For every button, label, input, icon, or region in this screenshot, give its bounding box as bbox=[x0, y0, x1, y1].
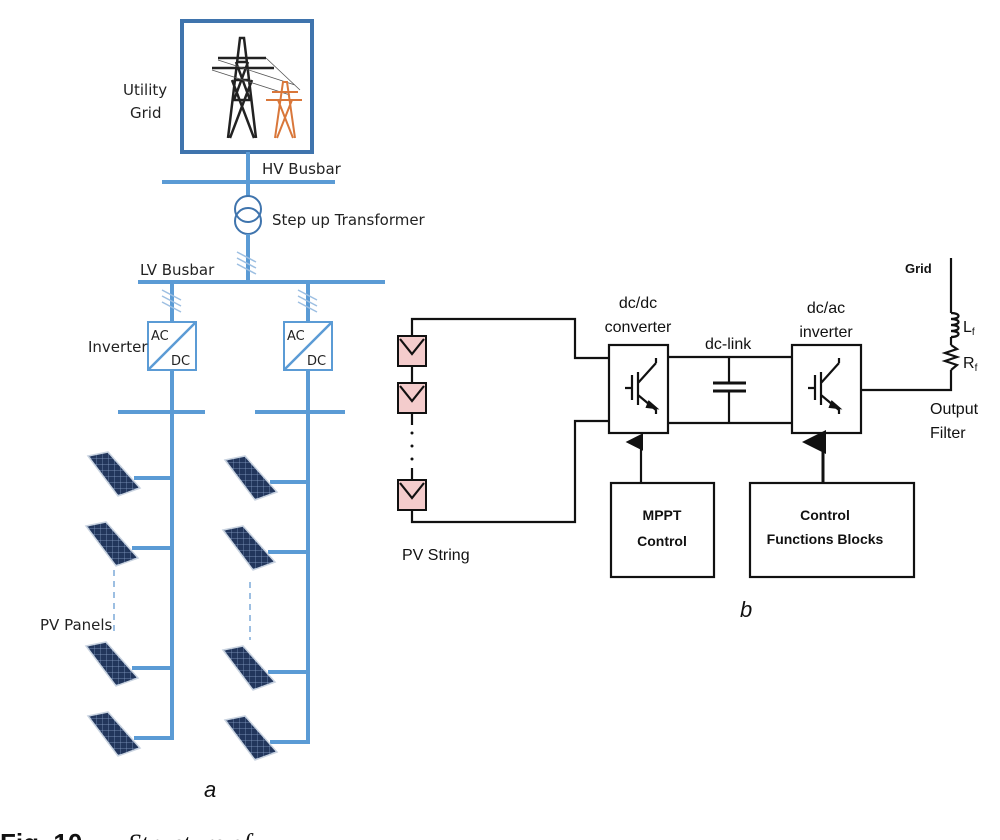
dc-link-label: dc-link bbox=[705, 336, 752, 353]
solar-panel-icon bbox=[85, 521, 139, 567]
subfigure-label-a: a bbox=[204, 777, 216, 802]
hv-busbar-label: HV Busbar bbox=[262, 160, 342, 178]
solar-panel-icon bbox=[87, 711, 141, 757]
ac-label: AC bbox=[287, 329, 305, 344]
mppt-control-box bbox=[609, 481, 716, 579]
grid-label: Grid bbox=[905, 261, 932, 276]
solar-panel-icon bbox=[222, 525, 276, 571]
transmission-tower-icon bbox=[211, 36, 302, 139]
solar-panel-icon bbox=[224, 455, 278, 501]
mppt-label: MPPT bbox=[643, 507, 682, 523]
solar-panel-icon bbox=[224, 715, 278, 761]
dcdc-label: dc/dc bbox=[619, 295, 657, 312]
utility-grid-label-2: Grid bbox=[130, 104, 161, 122]
lf-label: Lf bbox=[963, 319, 975, 338]
three-phase-hatch-icon bbox=[297, 289, 318, 313]
solar-panel-icon bbox=[87, 451, 141, 497]
three-phase-hatch-icon bbox=[236, 251, 257, 275]
pv-panels-left bbox=[85, 451, 172, 757]
diagram-a: Utility Grid HV Busbar Step up Transform… bbox=[40, 19, 426, 802]
transformer-label: Step up Transformer bbox=[272, 211, 426, 229]
output-filter-label: Output bbox=[930, 401, 979, 418]
diagram-b: PV String dc/dc converter dc-link dc/ac … bbox=[397, 258, 979, 622]
capacitor-icon bbox=[713, 357, 746, 423]
mppt-label-2: Control bbox=[637, 533, 687, 549]
inverter-branch-1: AC DC bbox=[118, 282, 205, 740]
inverter-label: Inverter bbox=[88, 338, 148, 356]
caption-label: Fig. 10 bbox=[0, 828, 82, 840]
dcac-label: dc/ac bbox=[807, 300, 845, 317]
pv-string bbox=[397, 317, 609, 524]
control-functions-box bbox=[748, 481, 916, 579]
dcac-label-2: inverter bbox=[799, 324, 853, 341]
subfigure-label-b: b bbox=[740, 597, 752, 622]
pv-cell-icon bbox=[397, 382, 427, 414]
pv-panels-right bbox=[222, 455, 308, 761]
pv-cell-icon bbox=[397, 335, 427, 367]
control-functions-label-2: Functions Blocks bbox=[767, 531, 884, 547]
dc-label: DC bbox=[307, 354, 326, 369]
resistor-icon bbox=[941, 344, 961, 371]
pv-cell-icon bbox=[397, 479, 427, 511]
rf-label: Rf bbox=[963, 355, 978, 374]
caption-text: Structure of bbox=[128, 829, 254, 840]
inductor-icon bbox=[950, 311, 960, 339]
inverter-branch-2: AC DC bbox=[255, 282, 345, 744]
igbt-icon bbox=[625, 358, 660, 414]
control-functions-label: Control bbox=[800, 507, 850, 523]
utility-grid-label: Utility bbox=[123, 81, 167, 99]
output-filter-label-2: Filter bbox=[930, 425, 966, 442]
utility-grid-box bbox=[180, 19, 314, 154]
dcdc-label-2: converter bbox=[605, 319, 672, 336]
solar-panel-icon bbox=[222, 645, 276, 691]
igbt-icon bbox=[808, 358, 843, 414]
dcac-inverter-box bbox=[790, 343, 863, 435]
output-line bbox=[861, 370, 953, 392]
transformer-icon bbox=[234, 195, 262, 235]
pv-panels-label: PV Panels bbox=[40, 616, 113, 634]
three-phase-hatch-icon bbox=[161, 289, 182, 313]
lv-busbar-label: LV Busbar bbox=[140, 261, 215, 279]
pv-string-label: PV String bbox=[402, 547, 470, 564]
solar-panel-icon bbox=[85, 641, 139, 687]
dc-label: DC bbox=[171, 354, 190, 369]
ac-label: AC bbox=[151, 329, 169, 344]
